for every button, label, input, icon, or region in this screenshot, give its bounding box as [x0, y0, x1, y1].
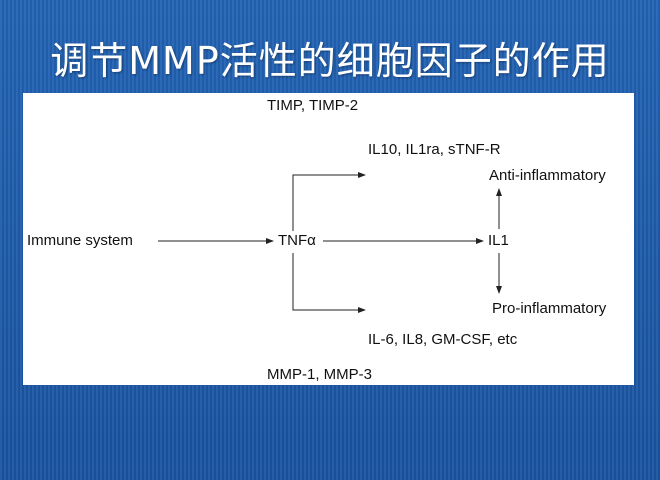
node-tnf-alpha: TNFα	[278, 232, 316, 249]
bottom-label-mmp: MMP-1, MMP-3	[267, 366, 372, 383]
node-immune-system: Immune system	[27, 232, 133, 249]
slide-title: 调节MMP活性的细胞因子的作用	[50, 39, 610, 83]
top-label-timp: TIMP, TIMP-2	[267, 97, 359, 114]
node-pro-inflammatory: Pro-inflammatory	[492, 300, 607, 317]
node-anti-cytokines: IL10, IL1ra, sTNF-R	[368, 141, 501, 158]
diagram-panel: TIMP, TIMP-2 IL10, IL1ra, sTNF-R Anti-in…	[23, 93, 634, 385]
arrow-tnf-to-pro-cytokines	[292, 253, 366, 313]
node-anti-inflammatory: Anti-inflammatory	[489, 167, 606, 184]
node-pro-cytokines: IL-6, IL8, GM-CSF, etc	[368, 331, 518, 348]
diagram-arrows	[158, 172, 502, 313]
node-il1: IL1	[488, 232, 509, 249]
arrow-tnf-to-anti-cytokines	[292, 172, 366, 231]
